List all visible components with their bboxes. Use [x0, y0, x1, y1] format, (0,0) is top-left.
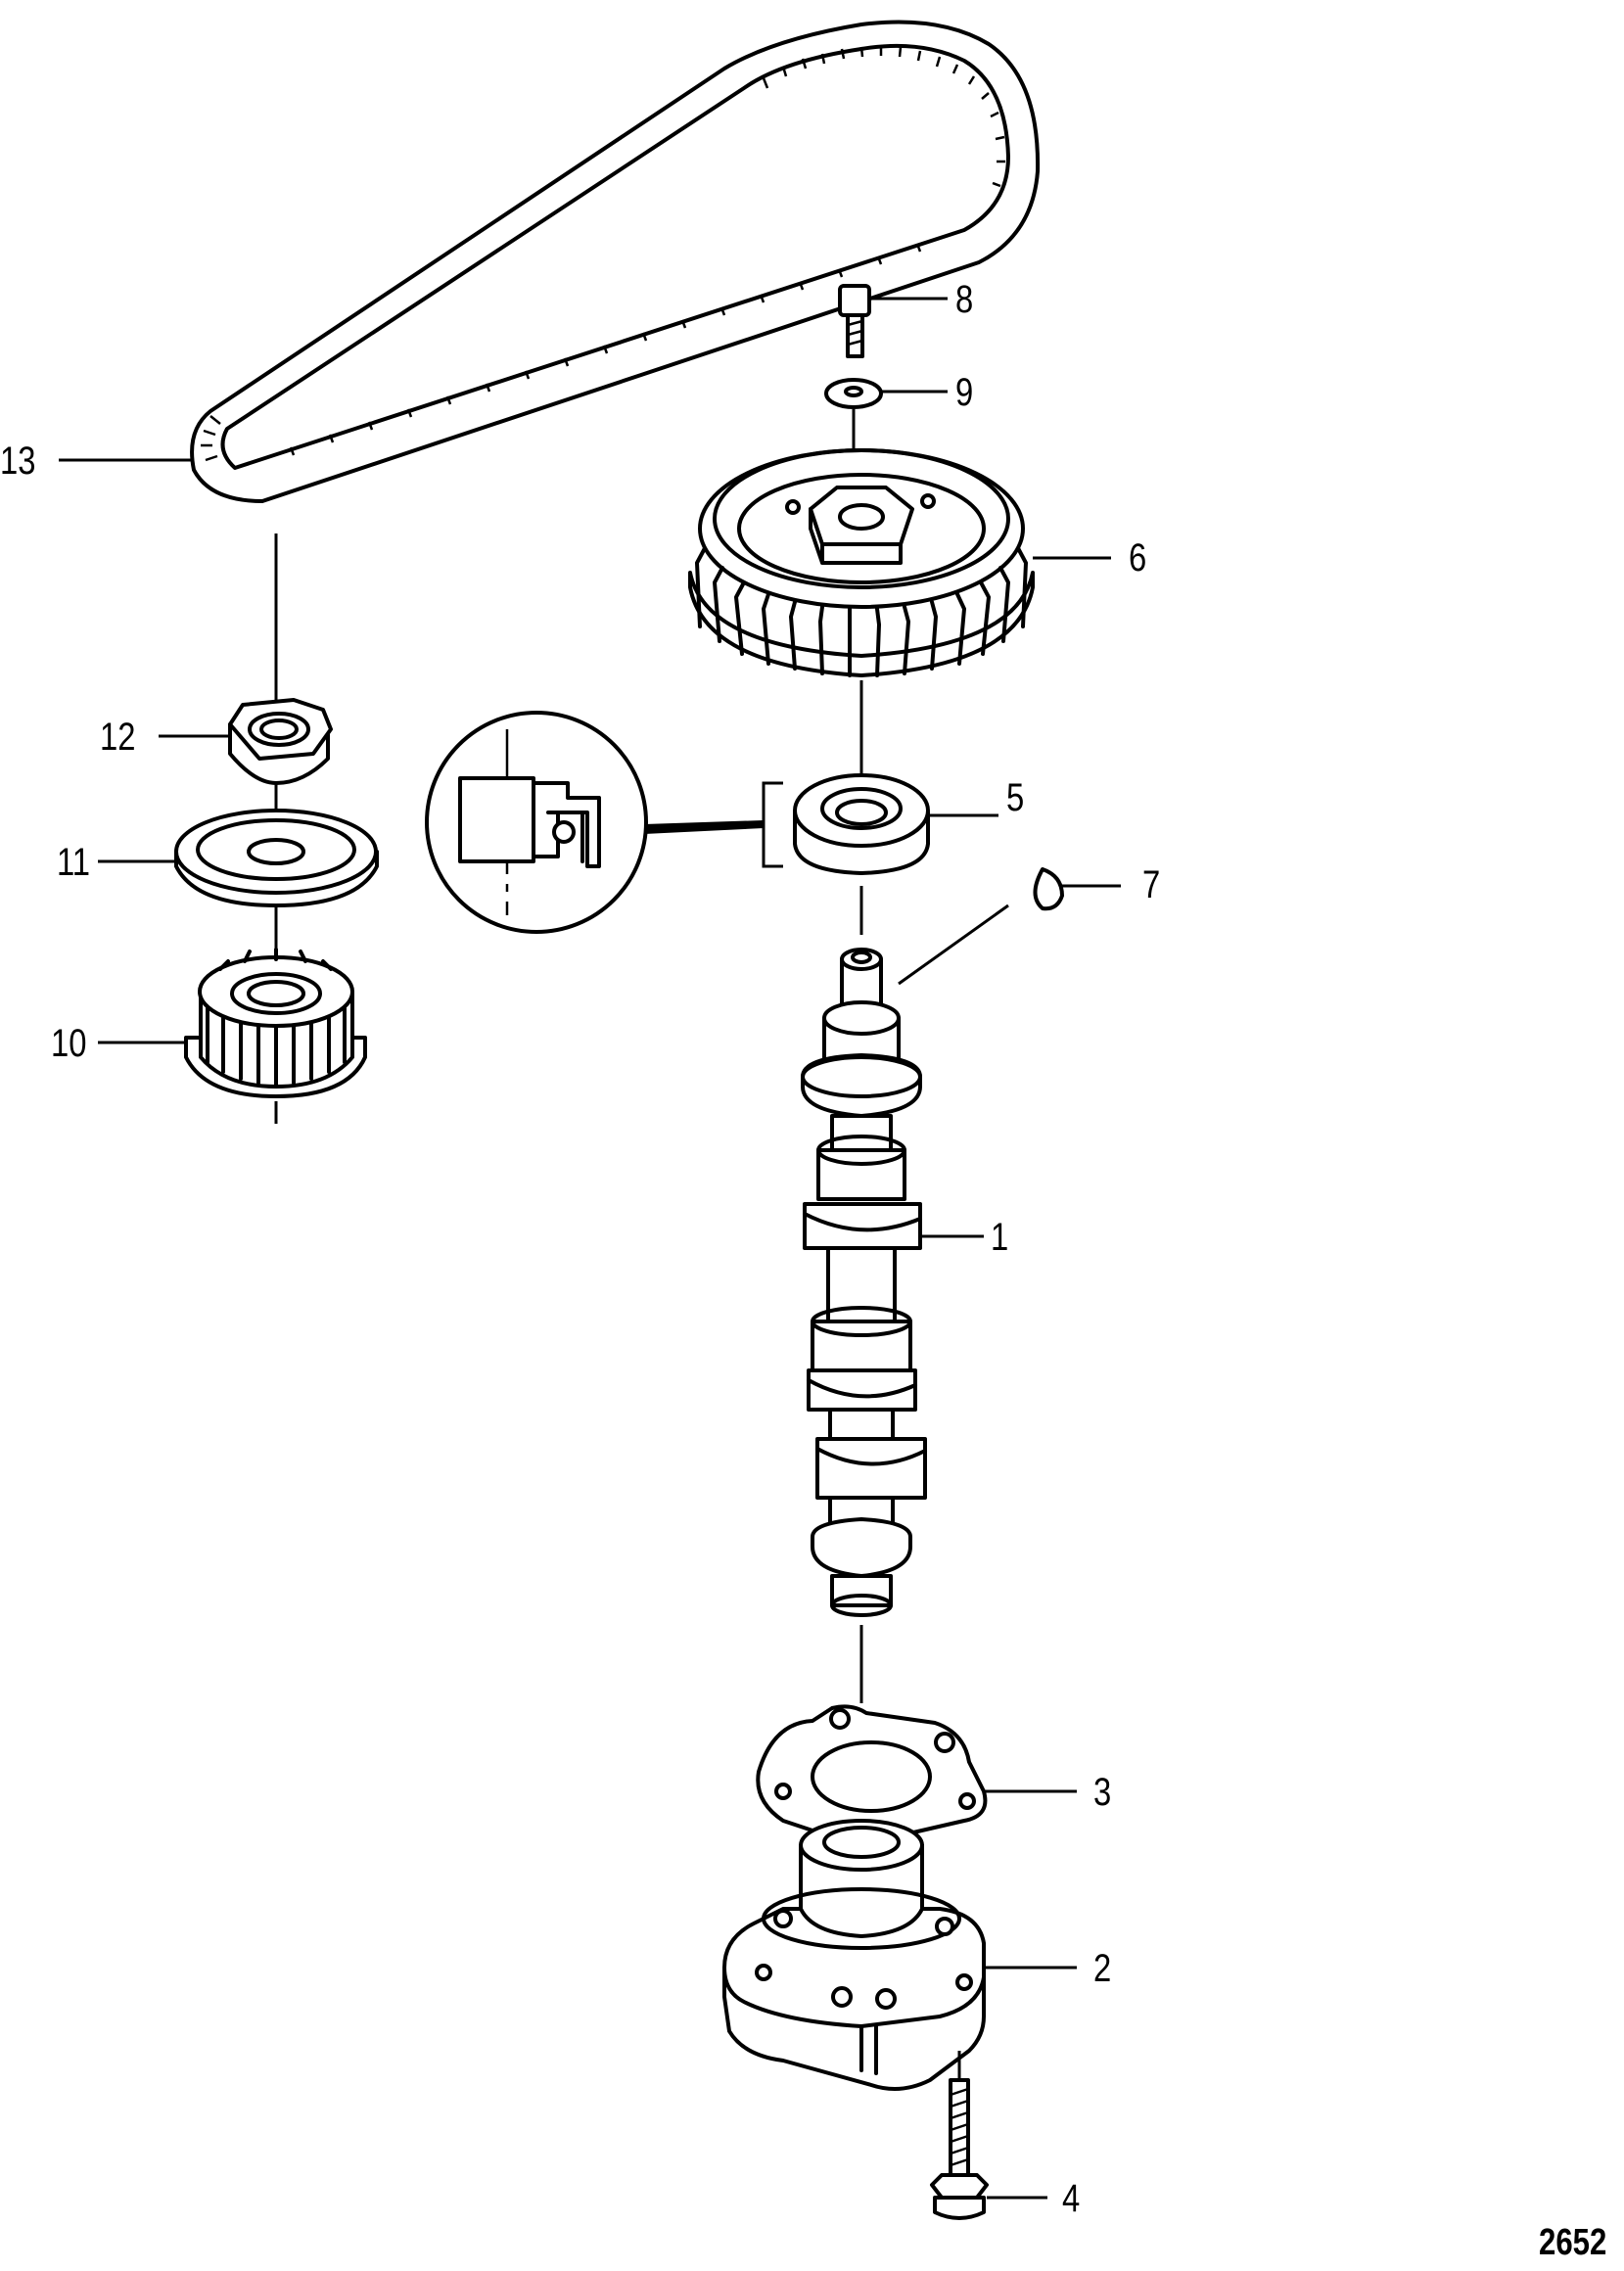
callout-5: 5 [1006, 776, 1025, 819]
screw-4 [930, 2051, 989, 2220]
bearing-5 [793, 773, 930, 875]
callout-2: 2 [1093, 1947, 1112, 1990]
timing-belt [190, 20, 1041, 503]
callout-4: 4 [1062, 2177, 1081, 2220]
washer-9 [824, 378, 883, 409]
washer-11 [174, 809, 379, 907]
gasket-3 [756, 1704, 988, 1846]
callout-8: 8 [955, 278, 974, 321]
cam-sprocket-6 [688, 448, 1035, 677]
callout-13: 13 [0, 440, 36, 483]
figure-number: 2652 [1539, 2222, 1607, 2263]
callout-10: 10 [51, 1022, 87, 1065]
callout-12: 12 [100, 716, 136, 759]
housing-2 [722, 1819, 986, 2091]
callout-3: 3 [1093, 1771, 1112, 1814]
callout-6: 6 [1129, 536, 1147, 579]
callout-11: 11 [57, 841, 91, 884]
woodruff-key-7 [1033, 867, 1064, 911]
bolt-8 [838, 284, 871, 358]
camshaft-1 [801, 948, 927, 1617]
bearing-seal-detail [425, 711, 648, 934]
nut-12 [228, 698, 333, 785]
crank-sprocket-10 [184, 948, 367, 1098]
callout-7: 7 [1142, 863, 1161, 906]
callout-1: 1 [991, 1216, 1009, 1259]
callout-9: 9 [955, 371, 974, 414]
